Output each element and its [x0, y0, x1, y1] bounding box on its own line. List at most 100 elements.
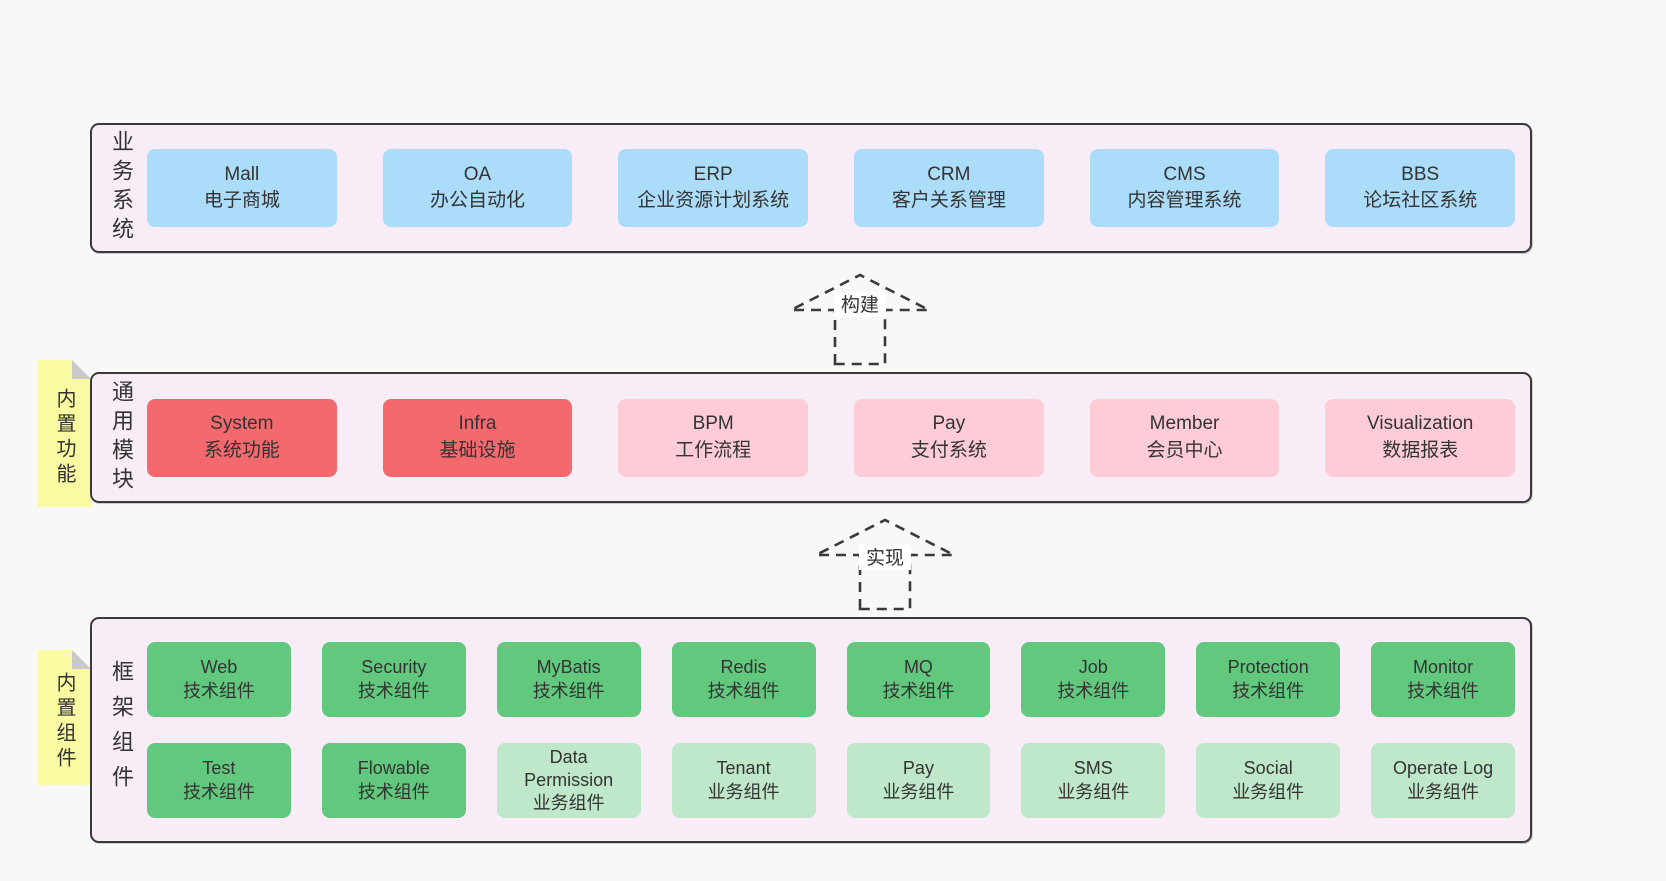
box-title: Social: [1243, 758, 1293, 779]
box-social: Social 业务组件: [1196, 743, 1341, 818]
box-crm: CRM 客户关系管理: [854, 149, 1044, 227]
box-title: Job: [1078, 657, 1108, 678]
box-subtitle: 客户关系管理: [891, 190, 1006, 211]
box-protection: Protection 技术组件: [1196, 642, 1341, 717]
box-subtitle: 论坛社区系统: [1363, 190, 1478, 211]
modules-box-row: System 系统功能 Infra 基础设施 BPM 工作流程 Pay 支付系统…: [147, 374, 1516, 501]
box-subtitle: 数据报表: [1382, 439, 1459, 461]
box-subtitle: 技术组件: [882, 680, 955, 701]
box-visualization: Visualization 数据报表: [1325, 398, 1516, 477]
box-title: Pay: [902, 758, 934, 779]
arrow-label: 实现: [866, 547, 904, 569]
box-subtitle: 电子商城: [203, 190, 280, 211]
box-title: Test: [202, 758, 236, 779]
box-title: Pay: [932, 413, 966, 435]
box-subtitle: 系统功能: [203, 439, 280, 461]
sticky-note-label: 内置组件: [53, 671, 75, 772]
box-title: MyBatis: [536, 657, 601, 678]
box-tenant: Tenant 业务组件: [671, 743, 816, 818]
sticky-note-label: 内置功能: [53, 387, 75, 488]
box-subtitle: 技术组件: [532, 680, 605, 701]
box-bbs: BBS 论坛社区系统: [1325, 149, 1516, 227]
box-title: ERP: [693, 163, 733, 185]
box-erp: ERP 企业资源计划系统: [618, 149, 809, 227]
box-cms: CMS 内容管理系统: [1089, 149, 1280, 227]
box-subtitle: 业务组件: [707, 781, 780, 802]
box-title: Infra: [458, 413, 497, 435]
framework-box-grid: Web 技术组件 Security 技术组件 MyBatis 技术组件 Redi…: [147, 642, 1515, 818]
box-title: MQ: [903, 657, 933, 678]
framework-row-2: Test 技术组件 Flowable 技术组件 Data Permission …: [147, 743, 1515, 818]
box-subtitle: 会员中心: [1146, 439, 1223, 461]
box-title: Data Permission: [524, 746, 614, 790]
box-pay-business: Pay 业务组件: [846, 743, 991, 818]
business-systems-panel: 业务系统 Mall 电子商城 OA 办公自动化 ERP 企业资源计划系统 CRM…: [90, 123, 1532, 253]
box-subtitle: 企业资源计划系统: [637, 190, 790, 211]
box-title: Mall: [224, 163, 260, 185]
box-title: CMS: [1163, 163, 1206, 185]
box-mq: MQ 技术组件: [846, 642, 991, 717]
box-title: Member: [1149, 413, 1220, 435]
framework-components-panel: 框架组件 Web 技术组件 Security 技术组件 MyBatis 技术组件…: [90, 617, 1532, 843]
box-subtitle: 技术组件: [1407, 680, 1480, 701]
box-test: Test 技术组件: [147, 743, 291, 818]
sticky-note-built-in-features: 内置功能: [38, 360, 91, 507]
box-subtitle: 技术组件: [1232, 680, 1305, 701]
box-title: Visualization: [1367, 413, 1474, 435]
box-title: CRM: [927, 163, 971, 185]
box-subtitle: 技术组件: [182, 781, 255, 802]
box-sms: SMS 业务组件: [1021, 743, 1166, 818]
box-pay: Pay 支付系统: [854, 398, 1044, 477]
box-subtitle: 工作流程: [675, 439, 752, 461]
up-arrow-dashed-icon: 实现: [815, 518, 955, 611]
box-title: SMS: [1073, 758, 1113, 779]
box-subtitle: 支付系统: [910, 439, 987, 461]
box-redis: Redis 技术组件: [671, 642, 816, 717]
box-subtitle: 技术组件: [357, 680, 430, 701]
box-title: Security: [361, 657, 427, 678]
implement-arrow: 实现: [813, 517, 957, 616]
box-title: Protection: [1227, 657, 1309, 678]
box-subtitle: 业务组件: [1232, 781, 1305, 802]
box-subtitle: 业务组件: [1407, 781, 1480, 802]
box-operate-log: Operate Log 业务组件: [1371, 743, 1515, 818]
box-subtitle: 业务组件: [882, 781, 955, 802]
box-data-permission: Data Permission 业务组件: [496, 743, 641, 818]
box-subtitle: 技术组件: [1057, 680, 1130, 701]
box-monitor: Monitor 技术组件: [1371, 642, 1515, 717]
arrow-label-bg: [859, 545, 911, 570]
box-bpm: BPM 工作流程: [618, 398, 809, 477]
panel-title-vertical: 业务系统: [109, 130, 134, 246]
box-subtitle: 业务组件: [1057, 781, 1130, 802]
box-subtitle: 内容管理系统: [1127, 190, 1242, 211]
build-arrow: 构建: [788, 272, 932, 371]
panel-title-vertical: 通用模块: [109, 379, 134, 496]
box-title: System: [210, 413, 274, 435]
panel-title-vertical: 框架组件: [109, 660, 134, 800]
box-title: Flowable: [357, 758, 430, 779]
box-title: OA: [463, 163, 492, 185]
box-oa: OA 办公自动化: [382, 149, 573, 227]
box-subtitle: 基础设施: [439, 439, 516, 461]
common-modules-panel: 通用模块 System 系统功能 Infra 基础设施 BPM 工作流程 Pay…: [90, 372, 1532, 503]
box-title: Monitor: [1413, 657, 1474, 678]
box-subtitle: 业务组件: [532, 793, 605, 814]
box-subtitle: 技术组件: [357, 781, 430, 802]
box-subtitle: 办公自动化: [430, 190, 526, 211]
arrow-label: 构建: [841, 294, 879, 316]
box-title: Tenant: [716, 758, 771, 779]
box-title: BBS: [1401, 163, 1440, 185]
business-box-row: Mall 电子商城 OA 办公自动化 ERP 企业资源计划系统 CRM 客户关系…: [147, 125, 1516, 251]
box-title: Redis: [720, 657, 767, 678]
box-subtitle: 技术组件: [707, 680, 780, 701]
box-system: System 系统功能: [147, 398, 337, 477]
box-title: BPM: [692, 413, 734, 435]
box-flowable: Flowable 技术组件: [321, 743, 466, 818]
box-title: Web: [200, 657, 238, 678]
box-mall: Mall 电子商城: [147, 149, 337, 227]
framework-row-1: Web 技术组件 Security 技术组件 MyBatis 技术组件 Redi…: [147, 642, 1515, 717]
box-infra: Infra 基础设施: [382, 398, 573, 477]
box-title: Operate Log: [1393, 758, 1494, 779]
box-subtitle: 技术组件: [182, 680, 255, 701]
arrow-label-bg: [834, 292, 886, 317]
